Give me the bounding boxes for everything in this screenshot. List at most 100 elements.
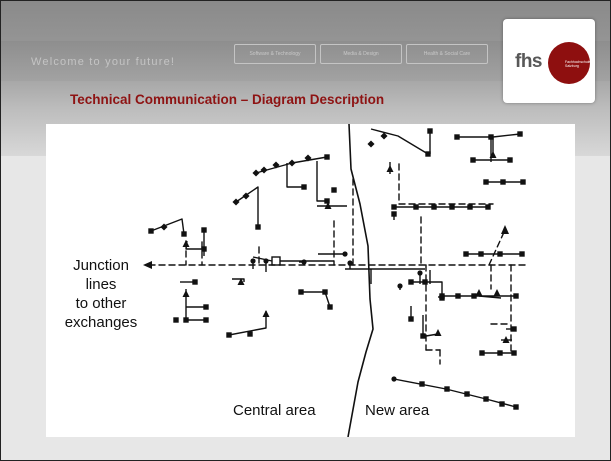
junction-arrow [501, 225, 509, 234]
subscriber-node [324, 154, 330, 160]
subscriber-node [454, 134, 460, 140]
subscriber-node [252, 169, 260, 177]
distribution-point-node [502, 336, 510, 343]
network-diagram: Junction lines to other exchanges Centra… [46, 124, 575, 437]
subscriber-node [449, 204, 455, 210]
subscriber-node [272, 161, 280, 169]
distribution-point-node [237, 278, 245, 285]
subscriber-node [260, 166, 268, 174]
subscriber-node [203, 317, 209, 323]
subscriber-node [322, 289, 328, 295]
subscriber-node [419, 381, 425, 387]
subscriber-node [420, 333, 426, 339]
subscriber-line [232, 278, 245, 282]
subscriber-node [464, 391, 470, 397]
subscriber-node [499, 401, 505, 407]
subscriber-node [511, 326, 517, 332]
subscriber-node [479, 350, 485, 356]
subscriber-node [455, 293, 461, 299]
distribution-point-node [324, 202, 332, 209]
subscriber-line [150, 218, 185, 235]
subscriber-node [470, 157, 476, 163]
subscriber-node [463, 251, 469, 257]
nav-button-media[interactable]: Media & Design [320, 44, 402, 64]
subscriber-node [367, 140, 375, 148]
subscriber-node [391, 211, 397, 217]
subscriber-node [324, 198, 330, 204]
distribution-point-node [493, 289, 501, 296]
subscriber-node [500, 179, 506, 185]
subscriber-line [478, 295, 502, 299]
distribution-point-node [262, 310, 270, 317]
subscriber-line [316, 161, 327, 202]
junction-label-line-3: to other [75, 295, 127, 312]
junction-node [417, 270, 423, 276]
subscriber-node [413, 204, 419, 210]
subscriber-node [380, 132, 388, 140]
logo-circle-icon [548, 42, 590, 84]
subscriber-node [203, 304, 209, 310]
subscriber-node [444, 386, 450, 392]
junction-label-line-4: exchanges [64, 314, 138, 331]
subscriber-node [507, 157, 513, 163]
subscriber-node [160, 223, 168, 231]
distribution-point-node [386, 165, 394, 172]
subscriber-node [483, 179, 489, 185]
junction-line [488, 229, 506, 266]
subscriber-node [148, 228, 154, 234]
junction-node [347, 260, 353, 266]
distribution-point-node [182, 290, 190, 297]
central-area-label: Central area [233, 402, 316, 419]
junction-node [397, 283, 403, 289]
junction-node [263, 258, 269, 264]
subscriber-node [247, 331, 253, 337]
subscriber-node [519, 251, 525, 257]
subscriber-node [485, 204, 491, 210]
subscriber-node [439, 293, 445, 299]
junction-arrow [143, 261, 152, 269]
network-diagram-graphic [143, 124, 526, 437]
subscriber-node [327, 304, 333, 310]
subscriber-node [471, 293, 477, 299]
junction-node [391, 376, 397, 382]
junction-label-line-2: lines [85, 276, 117, 293]
distribution-point-node [475, 289, 483, 296]
subscriber-node [232, 198, 240, 206]
junction-label-line-1: Junction [73, 257, 129, 274]
subscriber-node [488, 134, 494, 140]
subscriber-node [431, 204, 437, 210]
subscriber-node [427, 128, 433, 134]
subscriber-node [173, 317, 179, 323]
distribution-point-node [489, 151, 497, 158]
subscriber-node [513, 293, 519, 299]
slide-title: Technical Communication – Diagram Descri… [70, 92, 385, 107]
subscriber-node [201, 227, 207, 233]
nav-button-software[interactable]: Software & Technology [234, 44, 316, 64]
nav-button-health[interactable]: Health & Social Care [406, 44, 488, 64]
subscriber-node [288, 159, 296, 167]
subscriber-node [183, 317, 189, 323]
junction-node [342, 251, 348, 257]
subscriber-node [304, 154, 312, 162]
subscriber-node [513, 404, 519, 410]
subscriber-node [242, 192, 250, 200]
subscriber-node [408, 279, 414, 285]
subscriber-node [511, 350, 517, 356]
junction-node [250, 258, 256, 264]
subscriber-node [497, 350, 503, 356]
subscriber-line [286, 163, 304, 188]
subscriber-node [517, 131, 523, 137]
subscriber-node [331, 187, 337, 193]
subscriber-node [497, 251, 503, 257]
fhs-logo[interactable]: fhs Fachhochschule Salzburg [503, 19, 595, 103]
subscriber-line [411, 281, 443, 298]
subscriber-node [391, 204, 397, 210]
subscriber-node [520, 179, 526, 185]
subscriber-node [467, 204, 473, 210]
subscriber-line [492, 133, 521, 155]
subscriber-node [408, 316, 414, 322]
subscriber-node [226, 332, 232, 338]
subscriber-node [301, 184, 307, 190]
exchange-node [271, 256, 281, 266]
